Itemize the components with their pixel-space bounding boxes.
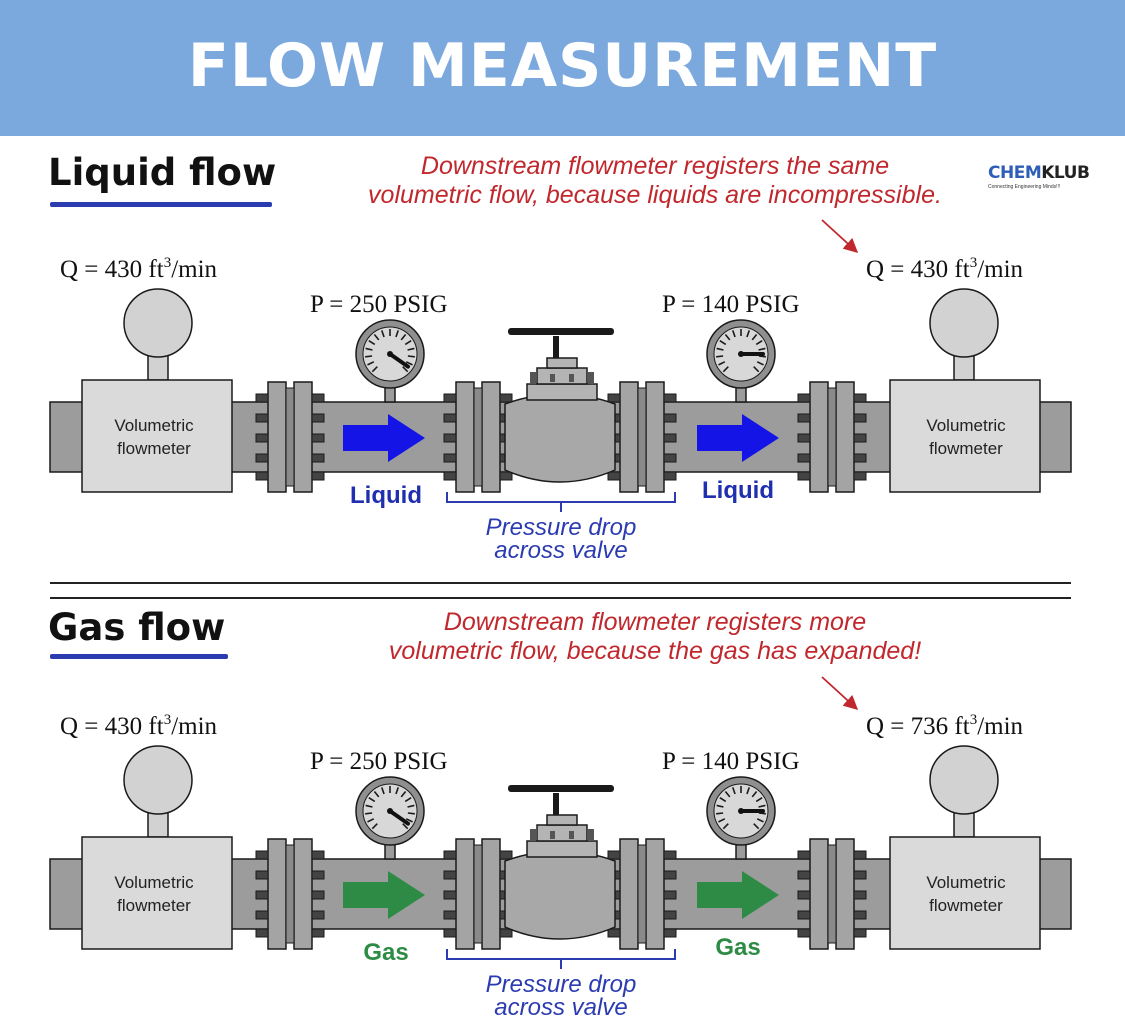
downstream-meter-label-line1: Volumetric [926, 873, 1006, 892]
downstream-pressure-gauge [706, 776, 776, 860]
flange-pair-0 [255, 381, 325, 493]
upstream-meter-label-line2: flowmeter [117, 439, 191, 458]
flow-diagram: Volumetric flowmeter Volumetric flowmete… [49, 676, 1072, 1021]
fluid-label-left: Liquid [350, 482, 422, 509]
upstream-pressure-label: P = 250 PSIG [310, 291, 448, 318]
downstream-pressure-label: P = 140 PSIG [662, 748, 800, 775]
logo-tagline: Connecting Engineering Minds!!! [988, 184, 1061, 190]
downstream-flow-arrow [697, 871, 779, 919]
flange-pair-2 [607, 838, 677, 950]
gas-flow-section: Gas flow Downstream flowmeter registers … [0, 593, 1125, 1033]
title-banner: FLOW MEASUREMENT [0, 0, 1125, 136]
flange-pair-3 [797, 381, 867, 493]
downstream-flow-rate: Q = 430 ft3/min [866, 255, 1024, 283]
globe-valve [504, 328, 616, 483]
logo-name-part1: CHEM [988, 163, 1042, 183]
section-divider-top [50, 582, 1071, 584]
heading-underline [50, 654, 228, 659]
section-heading: Liquid flow [48, 151, 277, 194]
chemklub-logo: CHEMKLUB Connecting Engineering Minds!!! [988, 163, 1098, 190]
downstream-flow-arrow [697, 414, 779, 462]
section-heading: Gas flow [48, 606, 226, 649]
pipe-flanges [255, 381, 867, 493]
flow-diagram: Volumetric flowmeter Volumetric flowmete… [49, 219, 1072, 564]
logo-name-part2: KLUB [1041, 163, 1090, 183]
downstream-meter-label-line2: flowmeter [929, 896, 1003, 915]
downstream-meter-label-line2: flowmeter [929, 439, 1003, 458]
downstream-meter-label-line1: Volumetric [926, 416, 1006, 435]
explanation-note: Downstream flowmeter registers the same … [300, 152, 1010, 210]
globe-valve [504, 785, 616, 940]
callout-arrow [821, 676, 859, 710]
heading-underline [50, 202, 272, 207]
fluid-label-right: Liquid [702, 477, 774, 504]
explanation-note-line2: volumetric flow, because the gas has exp… [388, 637, 922, 665]
fluid-label-right: Gas [715, 934, 760, 961]
upstream-meter-label-line1: Volumetric [114, 873, 194, 892]
fluid-label-left: Gas [363, 939, 408, 966]
upstream-flow-rate: Q = 430 ft3/min [60, 712, 218, 740]
liquid-flow-section: Liquid flow Downstream flowmeter registe… [0, 136, 1125, 576]
flange-pair-2 [607, 381, 677, 493]
flange-pair-0 [255, 838, 325, 950]
section-divider-bottom [50, 597, 1071, 599]
upstream-flow-arrow [343, 871, 425, 919]
pressure-drop-bracket [446, 492, 676, 512]
flange-pair-3 [797, 838, 867, 950]
pressure-drop-bracket [446, 949, 676, 969]
explanation-note-line2: volumetric flow, because liquids are inc… [368, 181, 942, 209]
pressure-drop-label-line1: Pressure drop [486, 514, 637, 541]
downstream-pressure-gauge [706, 319, 776, 403]
callout-arrow [821, 219, 859, 253]
upstream-pressure-label: P = 250 PSIG [310, 748, 448, 775]
downstream-flowmeter: Volumetric flowmeter [889, 288, 1041, 493]
upstream-pressure-gauge [355, 319, 425, 403]
flange-pair-1 [443, 381, 513, 493]
upstream-pressure-gauge [355, 776, 425, 860]
downstream-flowmeter: Volumetric flowmeter [889, 745, 1041, 950]
pressure-drop-label-line2: across valve [494, 994, 627, 1021]
upstream-flow-arrow [343, 414, 425, 462]
explanation-note: Downstream flowmeter registers more volu… [300, 608, 1010, 666]
upstream-flowmeter: Volumetric flowmeter [81, 288, 233, 493]
page-title: FLOW MEASUREMENT [187, 31, 938, 101]
downstream-flow-rate: Q = 736 ft3/min [866, 712, 1024, 740]
upstream-flowmeter: Volumetric flowmeter [81, 745, 233, 950]
pipe-flanges [255, 838, 867, 950]
upstream-flow-rate: Q = 430 ft3/min [60, 255, 218, 283]
flange-pair-1 [443, 838, 513, 950]
upstream-meter-label-line2: flowmeter [117, 896, 191, 915]
downstream-pressure-label: P = 140 PSIG [662, 291, 800, 318]
upstream-meter-label-line1: Volumetric [114, 416, 194, 435]
pressure-drop-label-line1: Pressure drop [486, 971, 637, 998]
pressure-drop-label-line2: across valve [494, 537, 627, 564]
explanation-note-line1: Downstream flowmeter registers the same [420, 152, 890, 180]
explanation-note-line1: Downstream flowmeter registers more [443, 608, 867, 636]
